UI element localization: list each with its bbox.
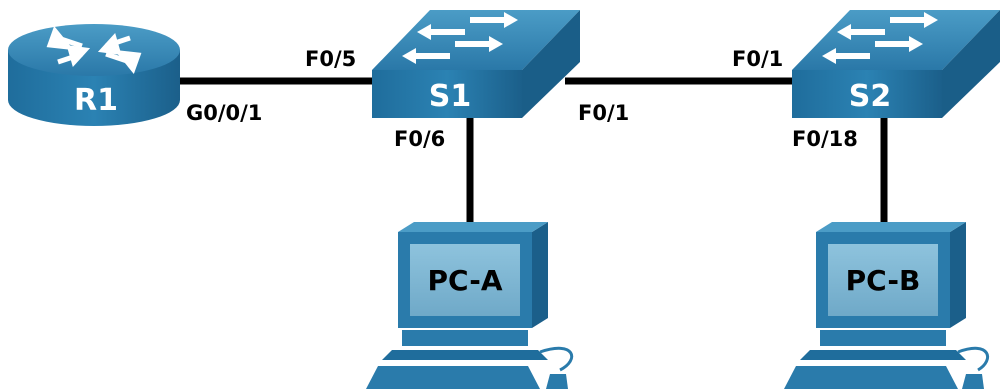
router-arrows-icon (46, 25, 142, 75)
router-label: R1 (74, 83, 118, 118)
links (180, 77, 888, 232)
port-label-s2-f01: F0/1 (732, 47, 783, 71)
router-r1[interactable]: R1 (8, 24, 180, 126)
pc-b-monitor-side (950, 222, 966, 328)
pc-b-stand (820, 330, 946, 346)
pc-b-screen (828, 244, 938, 316)
pc-a-stand (402, 330, 528, 346)
port-label-r1-g001: G0/0/1 (186, 101, 262, 125)
port-label-s1-f05: F0/5 (305, 47, 356, 71)
port-label-s1-f01: F0/1 (578, 101, 629, 125)
pc-a-screen (410, 244, 520, 316)
pc-a-base (382, 350, 548, 360)
pc-a[interactable]: PC-A (366, 222, 573, 389)
pc-a-monitor-top (398, 222, 548, 232)
port-label-s1-f06: F0/6 (394, 127, 445, 151)
switch-s2[interactable]: S2 (792, 10, 1000, 118)
switch-s2-side (942, 10, 1000, 118)
pc-b-base (800, 350, 966, 360)
router-top (8, 24, 180, 76)
pc-b[interactable]: PC-B (784, 222, 989, 389)
pc-a-mouse-cable (539, 346, 573, 372)
pc-b-mouse (962, 374, 984, 389)
port-labels: G0/0/1 F0/5 F0/6 F0/1 F0/1 F0/18 (186, 47, 858, 151)
pc-a-label: PC-A (427, 264, 502, 297)
switch-s1-side (522, 10, 580, 118)
pc-b-mouse-cable (957, 346, 989, 372)
switch-s1-front (372, 70, 522, 118)
switch-s1[interactable]: S1 (372, 10, 580, 118)
switch-s2-front (792, 70, 942, 118)
pc-b-monitor-top (816, 222, 966, 232)
pc-a-keyboard (366, 366, 540, 389)
pc-a-monitor-side (532, 222, 548, 328)
switch-s2-label: S2 (849, 79, 891, 114)
pc-b-keyboard (784, 366, 958, 389)
pc-a-mouse (546, 374, 568, 389)
pc-b-label: PC-B (846, 264, 921, 297)
switch-s1-label: S1 (429, 79, 471, 114)
port-label-s2-f018: F0/18 (792, 127, 858, 151)
